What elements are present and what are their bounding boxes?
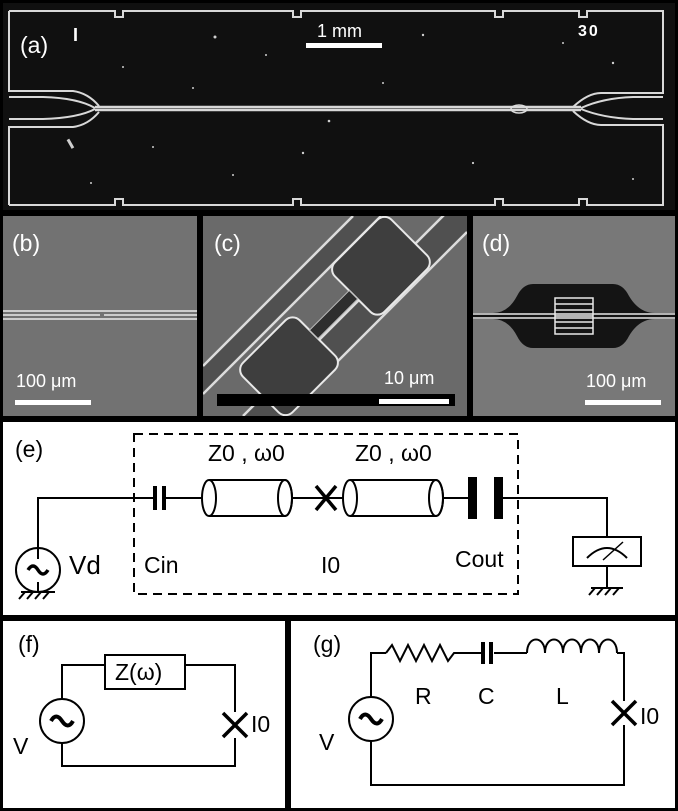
panel-d-scale-label: 100 μm [586,371,647,391]
panel-g-circuit: (g) R C L V I0 [291,621,675,808]
panel-a-marker-right: 30 [578,23,600,40]
i0-label-f: I0 [251,711,271,737]
z0-omega0-left: Z0 , ω0 [208,440,285,466]
panel-a-scale-bar [306,43,382,48]
c-in-label: Cin [144,552,179,578]
panel-c-scale-label: 10 μm [384,368,435,388]
i0-label-e: I0 [321,552,341,578]
panel-a-scale-label: 1 mm [317,21,362,41]
panel-b-drawing [3,310,197,320]
panel-d-drawing [473,284,675,348]
chip-outline-drawing [8,10,664,206]
panel-d-image: (d) 100 μm [473,216,675,416]
panel-b-scale-bar [15,400,91,405]
panel-f-label: (f) [18,631,40,657]
z-omega-label: Z(ω) [115,659,163,685]
panel-f-drawing [39,654,249,767]
panel-e-circuit: (e) Z0 , ω0 Z0 , ω0 Cin I0 Cout Vd [3,422,675,615]
panel-d-label: (d) [482,230,511,256]
panel-c-scale-bar [379,399,449,404]
r-label: R [415,683,432,709]
z0-omega0-right: Z0 , ω0 [355,440,432,466]
c-out-label: Cout [455,546,504,572]
panel-c-image: (c) 10 μm [203,216,467,416]
v-label-f: V [13,733,29,759]
panel-b-label: (b) [12,230,41,256]
i0-label-g: I0 [640,703,660,729]
c-label: C [478,683,495,709]
l-label: L [556,683,569,709]
panel-d-scale-bar [585,400,661,405]
vd-label: Vd [69,550,101,580]
panel-b-image: (b) 100 μm [3,216,197,416]
panel-e-label: (e) [15,436,44,462]
v-label-g: V [319,729,335,755]
panel-a-marker-left: I [73,25,79,45]
panel-a-chip-image: (a) I 30 1 mm [3,3,675,210]
panel-c-label: (c) [214,230,241,256]
panel-f-circuit: (f) Z(ω) V I0 [3,621,285,808]
panel-c-drawing [203,216,467,416]
panel-e-drawing [15,433,642,600]
panel-b-scale-label: 100 μm [16,371,77,391]
panel-a-label: (a) [20,32,49,58]
panel-g-drawing [348,638,638,786]
panel-g-label: (g) [313,631,342,657]
